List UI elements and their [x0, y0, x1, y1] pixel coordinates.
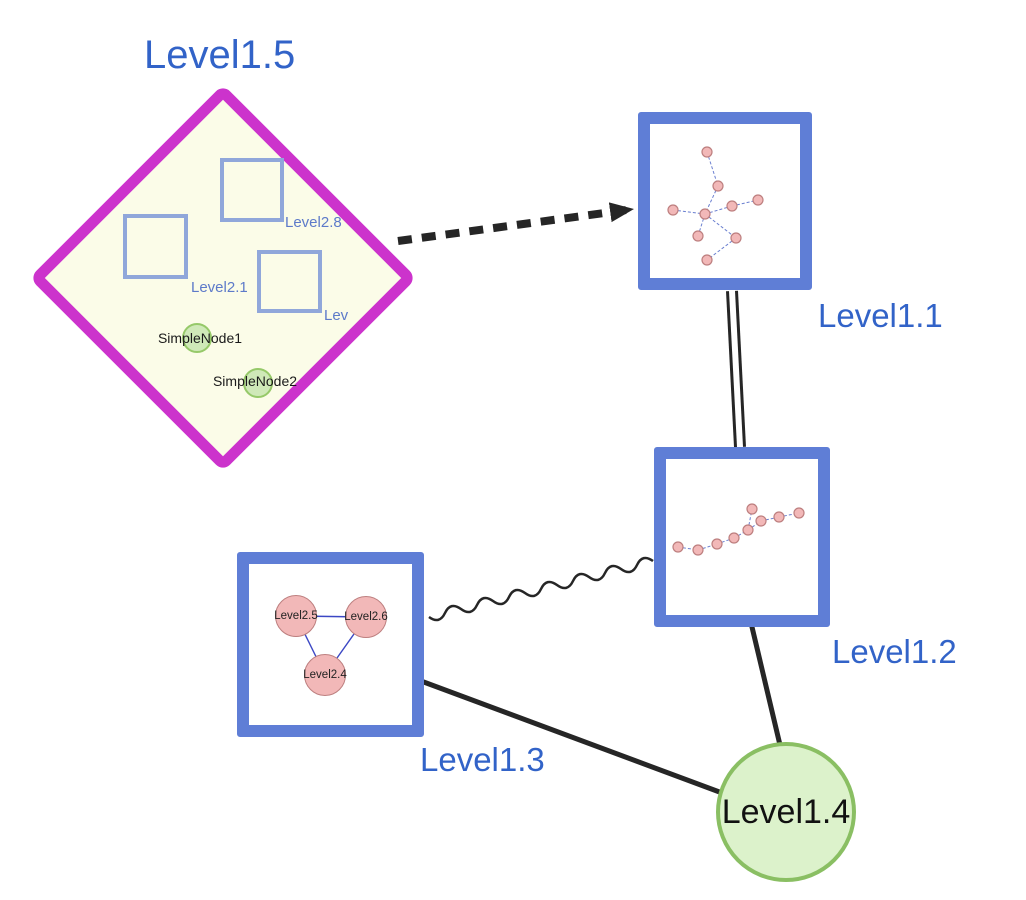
mini-node	[746, 503, 758, 515]
mini-node	[672, 541, 684, 553]
level1-2-minigraph	[672, 503, 805, 556]
node-label-level2-x: Lev	[324, 307, 349, 324]
node-label-level1-1: Level1.1	[818, 297, 943, 334]
mini-node	[701, 254, 713, 266]
mini-node	[793, 507, 805, 519]
mini-node	[701, 146, 713, 158]
node-label-level1-3: Level1.3	[420, 741, 545, 778]
node-label-level2-1: Level2.1	[191, 279, 248, 296]
node-level1-1[interactable]	[638, 112, 812, 290]
mini-edge	[697, 213, 706, 237]
mini-node	[728, 532, 740, 544]
mini-node	[692, 544, 704, 556]
mini-node	[773, 511, 785, 523]
mini-node	[726, 200, 738, 212]
node-level2-8[interactable]	[220, 158, 284, 222]
edge-level13-level14[interactable]	[418, 678, 744, 803]
node-level1-4[interactable]: Level1.4	[716, 742, 856, 882]
mini-node	[711, 538, 723, 550]
mini-edge	[706, 237, 737, 261]
level1-3-edges	[295, 615, 367, 676]
mini-node	[755, 515, 767, 527]
node-label-simplenode1: SimpleNode1	[157, 330, 243, 346]
node-level1-2[interactable]	[654, 447, 830, 627]
mini-node	[699, 208, 711, 220]
node-level1-3[interactable]: Level2.5 Level2.6 Level2.4	[237, 552, 424, 737]
mini-node	[742, 524, 754, 536]
mini-node	[730, 232, 742, 244]
node-label-level2-5: Level2.5	[274, 610, 318, 622]
mini-edge	[706, 151, 719, 187]
node-level2-4[interactable]: Level2.4	[303, 654, 347, 696]
node-level2-x[interactable]	[257, 250, 322, 313]
mini-node	[712, 180, 724, 192]
mini-edge	[704, 213, 737, 239]
edge-level11-level12[interactable]	[734, 290, 746, 447]
node-label-level2-8: Level2.8	[285, 214, 342, 231]
node-label-level2-6: Level2.6	[344, 611, 388, 623]
edge-level11-level12[interactable]	[726, 291, 738, 448]
node-level2-1[interactable]	[123, 214, 188, 279]
node-label-simplenode2: SimpleNode2	[212, 373, 298, 389]
level1-1-minigraph	[667, 146, 764, 266]
node-label-level2-4: Level2.4	[303, 669, 347, 681]
edge-level13-level12[interactable]	[428, 556, 654, 622]
mini-node	[752, 194, 764, 206]
node-simplenode1[interactable]	[182, 323, 212, 353]
edge-level15-level11[interactable]	[397, 202, 635, 245]
mini-node	[667, 204, 679, 216]
edge-level12-level14[interactable]	[749, 624, 783, 748]
node-level2-5[interactable]: Level2.5	[274, 595, 318, 637]
node-level2-6[interactable]: Level2.6	[344, 596, 388, 638]
node-label-level1-2: Level1.2	[832, 633, 957, 670]
node-simplenode2[interactable]	[243, 368, 273, 398]
node-label-level1-5: Level1.5	[144, 33, 296, 77]
mini-node	[692, 230, 704, 242]
node-label-level1-4: Level1.4	[721, 792, 851, 831]
